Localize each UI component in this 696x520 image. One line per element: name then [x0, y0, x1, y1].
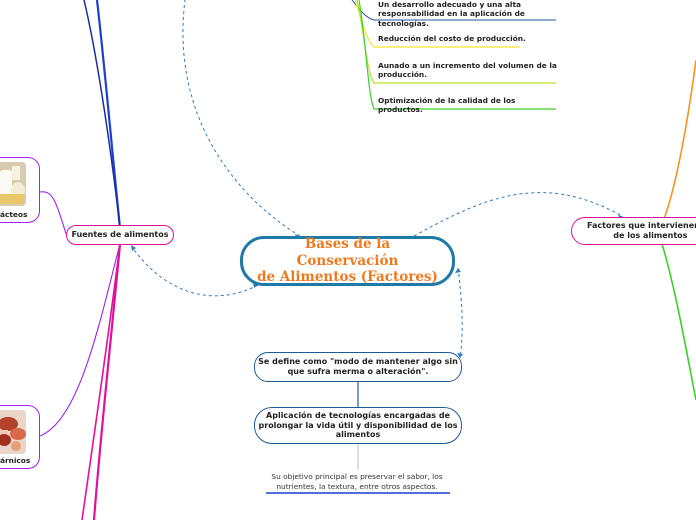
top-item-3-line2: producción.	[378, 70, 558, 79]
top-item-1-line2: responsabilidad en la aplicación de tecn…	[378, 9, 563, 28]
fan-1	[352, 0, 374, 20]
top-item-2[interactable]: Reducción del costo de producción.	[378, 34, 538, 43]
central-title-line2: de Alimentos (Factores)	[253, 269, 442, 286]
factores-line1: Factores que intervienen en	[587, 221, 696, 231]
define-line2: que sufra merma o alteración".	[258, 367, 458, 377]
dashed-to-define	[458, 268, 462, 358]
branch-green	[662, 244, 696, 400]
top-item-3-line1: Aunado a un incremento del volumen de la	[378, 61, 558, 70]
branch-magenta-1	[94, 244, 120, 520]
fuentes-node[interactable]: Fuentes de alimentos	[66, 225, 174, 245]
arrow-central-right	[455, 268, 461, 273]
top-item-4[interactable]: Optimización de la calidad de los produc…	[378, 96, 558, 115]
aplicacion-line1: Aplicación de tecnologías encargadas de	[259, 411, 458, 421]
aplicacion-line2: prolongar la vida útil y disponibilidad …	[259, 421, 458, 431]
top-item-2-line1: Reducción del costo de producción.	[378, 34, 538, 43]
objetivo-text[interactable]: Su objetivo principal es preservar el sa…	[262, 472, 452, 491]
objetivo-line1: Su objetivo principal es preservar el sa…	[262, 472, 452, 482]
branch-navy-top	[84, 0, 120, 228]
dashed-to-top	[183, 0, 300, 236]
central-topic-node[interactable]: Bases de la Conservación de Alimentos (F…	[240, 236, 455, 286]
central-title-line1: Bases de la Conservación	[253, 236, 442, 270]
top-item-4-line1: Optimización de la calidad de los produc…	[378, 96, 558, 115]
aplicacion-node[interactable]: Aplicación de tecnologías encargadas de …	[254, 407, 462, 444]
aplicacion-line3: alimentos	[259, 430, 458, 440]
top-item-3[interactable]: Aunado a un incremento del volumen de la…	[378, 61, 558, 80]
factores-node[interactable]: Factores que intervienen en de los alime…	[571, 217, 696, 245]
arrow-fuentes	[131, 245, 136, 251]
define-node[interactable]: Se define como "modo de mantener algo si…	[254, 352, 462, 382]
carnicos-label: árnicos	[0, 456, 30, 465]
fuentes-label: Fuentes de alimentos	[71, 230, 168, 240]
top-item-1[interactable]: Un desarrollo adecuado y una alta respon…	[378, 0, 563, 28]
define-line1: Se define como "modo de mantener algo si…	[258, 357, 458, 367]
branch-orange	[662, 60, 696, 224]
branch-lacteos	[40, 192, 66, 234]
top-item-1-line1: Un desarrollo adecuado y una alta	[378, 0, 563, 9]
meat-image	[0, 410, 26, 454]
branch-magenta-2	[82, 244, 120, 520]
fan-3	[357, 0, 374, 83]
lacteos-label: ácteos	[0, 210, 27, 219]
factores-line2: de los alimentos	[587, 231, 696, 241]
objetivo-line2: nutrientes, la textura, entre otros aspe…	[262, 482, 452, 492]
dairy-image	[0, 162, 26, 206]
dashed-to-fuentes	[132, 247, 258, 296]
